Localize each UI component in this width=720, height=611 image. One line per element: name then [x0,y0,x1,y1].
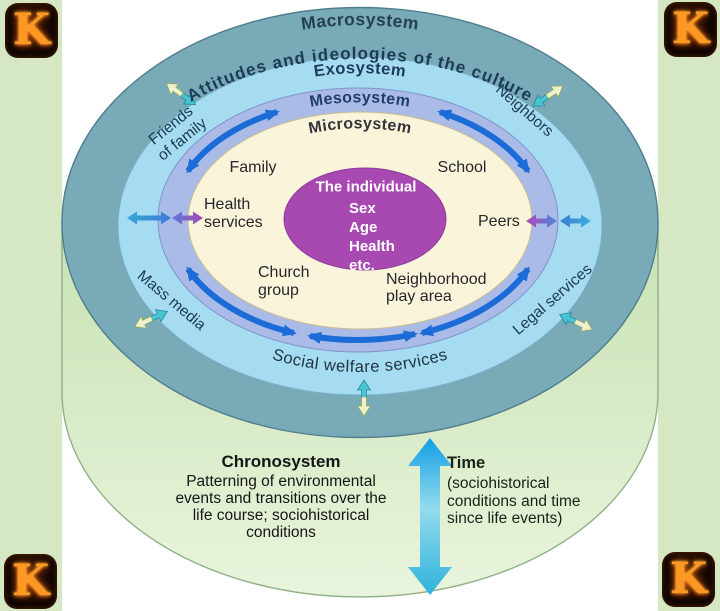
chronosystem-block: Chronosystem Patterning of environmental… [150,452,412,541]
watermark-logo-top-right: K [664,2,717,57]
mesosystem-interaction-arrows [185,109,531,344]
watermark-logo-bottom-left: K [4,554,57,609]
microsystem-title: Microsystem [307,115,413,137]
right-outer-double-arrow [560,214,591,228]
fire-k-icon: K [11,556,50,606]
arc-arrow-upper-left [185,109,280,174]
time-double-arrow [408,438,452,595]
fire-k-icon: K [669,554,708,604]
time-block: Time (sociohistorical conditions and tim… [447,454,622,528]
right-inner-double-arrow [526,214,557,228]
fire-k-icon: K [12,5,51,55]
chronosystem-title: Chronosystem [221,452,341,471]
label-family: Family [229,159,277,176]
exchange-arrow-lower-right [559,312,593,332]
exosystem-title: Exosystem [313,59,407,81]
exchange-arrow-upper-left [165,82,197,106]
fire-k-icon: K [671,4,710,54]
chronosystem-description: Patterning of environmental events and t… [175,473,387,541]
time-description: (sociohistorical conditions and time sin… [447,475,581,527]
boundary-exchange-arrows [134,82,593,417]
arc-arrow-lower-right [419,266,531,337]
right-margin-strip [658,0,720,611]
left-margin-strip [0,0,62,611]
mesosystem-title: Mesosystem [308,89,411,110]
watermark-logo-top-left: K [5,3,58,58]
individual-attributes: Sex Age Health etc. [349,200,395,274]
label-peers: Peers [478,213,520,230]
arc-arrow-bottom [307,330,418,344]
exchange-arrow-bottom [356,379,372,417]
arc-arrow-upper-right [437,109,531,174]
chronosystem-outline [61,222,659,598]
label-neighborhood-play-area: Neighborhood play area [386,271,487,305]
label-church-group: Church group [258,264,310,299]
left-outer-double-arrow [127,211,171,225]
arc-arrow-lower-left [185,266,297,337]
label-school: School [437,159,487,176]
individual-ellipse [283,167,447,271]
individual-title: The individual [315,178,417,196]
left-inner-double-arrow [172,211,203,225]
watermark-logo-bottom-right: K [662,552,715,607]
exchange-arrow-lower-left [134,309,168,329]
time-title: Time [447,454,486,472]
exchange-arrow-upper-right [532,85,564,107]
label-health-services: Health services [204,196,263,231]
